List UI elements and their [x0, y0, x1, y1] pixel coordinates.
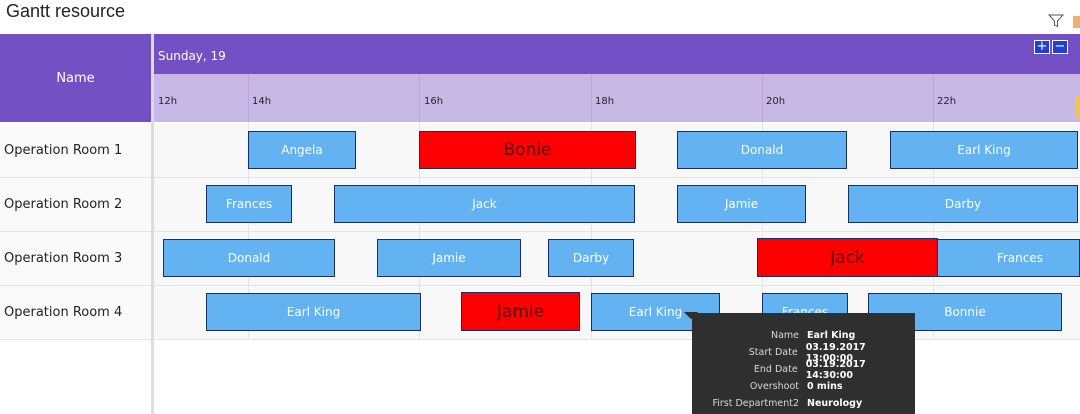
tooltip-key: Name [770, 330, 799, 341]
event-bar[interactable]: Donald [163, 239, 335, 277]
event-bar[interactable]: Jamie [377, 239, 521, 277]
event-bar[interactable]: Darby [848, 185, 1078, 223]
tooltip-key: First Department2 [712, 398, 799, 409]
zoom-out-button[interactable]: − [1052, 40, 1068, 54]
hour-divider [591, 74, 592, 122]
page-title: Gantt resource [6, 1, 126, 21]
resource-name: Operation Room 1 [0, 124, 151, 178]
tooltip-key: Overshoot [749, 381, 799, 392]
hour-divider [419, 74, 420, 122]
zoom-in-button[interactable]: + [1034, 40, 1050, 54]
tooltip-row: First Department2 Neurology [692, 395, 915, 412]
grid-line [933, 122, 934, 338]
event-bar[interactable]: Jamie [677, 185, 806, 223]
event-bar[interactable]: Frances [206, 185, 292, 223]
event-bar-overshoot[interactable]: Bonie [419, 131, 636, 169]
event-bar[interactable]: Earl King [890, 131, 1078, 169]
hour-divider [933, 74, 934, 122]
name-column-header: Name [0, 34, 151, 122]
hour-label: 22h [937, 96, 957, 107]
tooltip-key: End Date [753, 364, 798, 375]
tooltip-row: Overshoot 0 mins [692, 378, 915, 395]
hour-divider [762, 74, 763, 122]
event-bar-overshoot[interactable]: Jamie [461, 292, 580, 331]
tooltip-value: 03.19.2017 13:00:00 [805, 341, 866, 364]
event-bar-overshoot[interactable]: Jack [757, 238, 938, 277]
tooltip-row: End Date 03.19.2017 14:30:00 [692, 358, 915, 381]
event-bar[interactable]: Frances [938, 239, 1080, 277]
tooltip-row: Name Earl King [692, 327, 915, 344]
grid-line [591, 122, 592, 338]
tooltip-value: Earl King [807, 330, 856, 341]
tooltip-value: Neurology [807, 398, 863, 409]
hour-label: 18h [595, 96, 615, 107]
resource-name: Operation Room 3 [0, 232, 151, 286]
splitter[interactable] [151, 34, 154, 414]
tooltip-value: 0 mins [807, 381, 843, 392]
grid-line [248, 122, 249, 338]
resource-name: Operation Room 4 [0, 286, 151, 340]
tooltip-row: Start Date 03.19.2017 13:00:00 [692, 341, 915, 364]
event-bar[interactable]: Angela [248, 131, 356, 169]
scroll-handle[interactable] [1075, 96, 1080, 118]
filter-icon[interactable] [1048, 14, 1064, 28]
hour-label: 12h [158, 96, 178, 107]
event-bar[interactable]: Donald [677, 131, 847, 169]
event-tooltip: Name Earl King Start Date 03.19.2017 13:… [692, 313, 915, 414]
event-bar[interactable]: Earl King [206, 293, 421, 331]
day-label: Sunday, 19 [158, 49, 226, 63]
export-icon[interactable] [1073, 16, 1080, 28]
event-bar[interactable]: Darby [548, 239, 634, 277]
grid-line [419, 122, 420, 338]
event-bar[interactable]: Jack [334, 185, 635, 223]
hour-label: 14h [252, 96, 272, 107]
tooltip-key: Start Date [748, 347, 798, 358]
tooltip-value: 03.19.2017 14:30:00 [805, 358, 866, 381]
hour-divider [248, 74, 249, 122]
resource-name: Operation Room 2 [0, 178, 151, 232]
hour-label: 20h [766, 96, 786, 107]
day-header: Sunday, 19 + − [154, 34, 1080, 74]
hour-label: 16h [424, 96, 444, 107]
grid-line [762, 122, 763, 338]
hour-header: 12h 14h 16h 18h 20h 22h [154, 74, 1080, 122]
